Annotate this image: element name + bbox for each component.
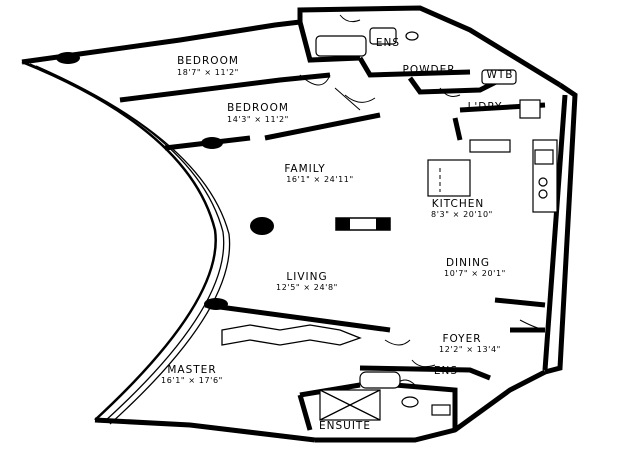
powder-name: POWDER (403, 64, 456, 76)
bedroom-1-dimensions: 18'7" × 11'2" (177, 68, 239, 77)
family-dimensions: 16'1" × 24'11" (286, 175, 354, 184)
room-label-family: FAMILY 16'1" × 24'11" (284, 163, 353, 184)
room-label-bedroom-1: BEDROOM 18'7" × 11'2" (177, 55, 239, 77)
columns (56, 52, 391, 310)
master-name: MASTER (167, 364, 216, 376)
room-label-foyer: FOYER 12'2" × 13'4" (439, 333, 501, 354)
ensuite-name: ENSUITE (319, 420, 371, 432)
ens-top-name: ENS (376, 37, 400, 49)
curved-window-wall (21, 60, 231, 425)
family-name: FAMILY (284, 163, 325, 175)
kitchen-name: KITCHEN (432, 198, 485, 210)
bedroom-1-name: BEDROOM (177, 55, 239, 67)
wtb-name: WTB (487, 69, 514, 81)
interior-walls (119, 21, 546, 431)
room-label-kitchen: KITCHEN 8'3" × 20'10" (431, 198, 493, 219)
living-name: LIVING (286, 271, 327, 283)
ens-bottom-name: ENS (434, 365, 458, 377)
room-label-dining: DINING 10'7" × 20'1" (444, 257, 506, 278)
room-label-bedroom-2: BEDROOM 14'3" × 11'2" (227, 102, 289, 124)
master-dimensions: 16'1" × 17'6" (161, 376, 223, 385)
fixtures (221, 27, 558, 421)
foyer-name: FOYER (442, 333, 481, 345)
kitchen-dimensions: 8'3" × 20'10" (431, 210, 493, 219)
living-dimensions: 12'5" × 24'8" (276, 283, 338, 292)
room-label-master: MASTER 16'1" × 17'6" (161, 364, 223, 385)
doors (299, 14, 546, 386)
laundry-name: L'DRY (468, 101, 503, 113)
room-label-living: LIVING 12'5" × 24'8" (276, 271, 338, 292)
foyer-dimensions: 12'2" × 13'4" (439, 345, 501, 354)
bedroom-2-name: BEDROOM (227, 102, 289, 114)
bedroom-2-dimensions: 14'3" × 11'2" (227, 115, 289, 124)
dining-name: DINING (446, 257, 490, 269)
dining-dimensions: 10'7" × 20'1" (444, 269, 506, 278)
